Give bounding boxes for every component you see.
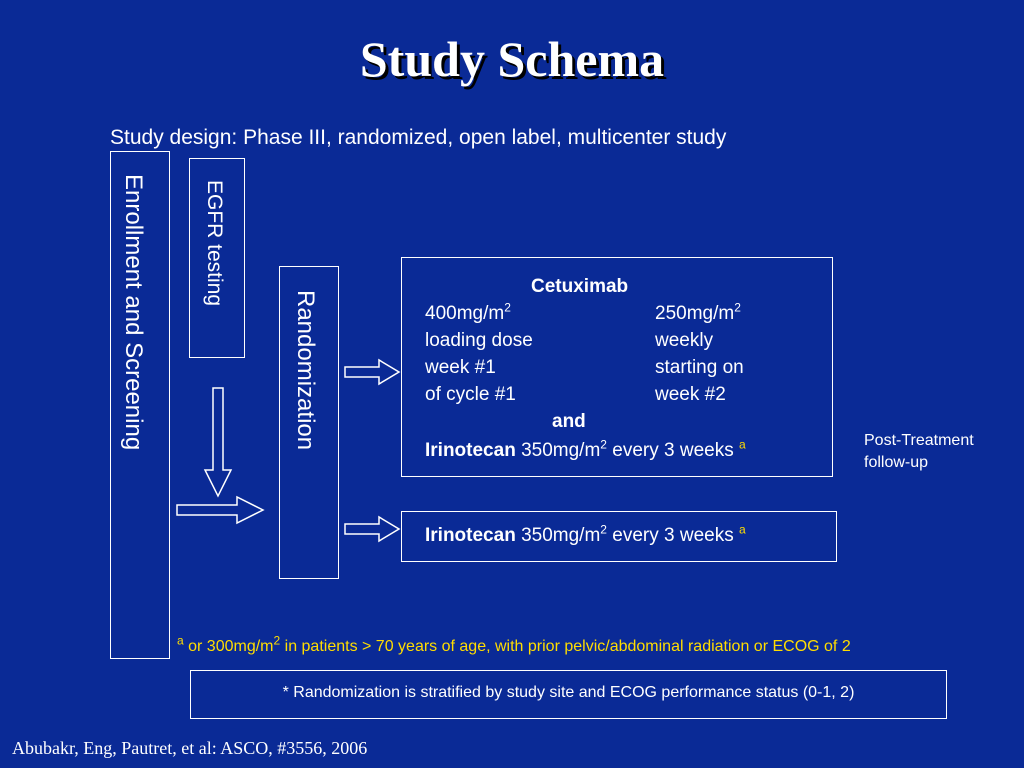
arm2-irinotecan-line: Irinotecan 350mg/m2 every 3 weeks a xyxy=(425,522,746,546)
stratification-note-box xyxy=(190,670,947,719)
arm1-and-label: and xyxy=(552,411,586,432)
post-treatment-line2: follow-up xyxy=(864,454,929,471)
randomization-box xyxy=(279,266,339,579)
arm1-col2-line4: week #2 xyxy=(655,384,726,405)
citation: Abubakr, Eng, Pautret, et al: ASCO, #355… xyxy=(12,738,368,758)
arm1-col1-dose: 400mg/m2 xyxy=(425,300,511,324)
arm1-col1-line3: week #1 xyxy=(425,357,496,378)
egfr-testing-label: EGFR testing xyxy=(203,180,226,307)
arm1-irinotecan-line: Irinotecan 350mg/m2 every 3 weeks a xyxy=(425,437,746,461)
page-title: Study Schema xyxy=(359,31,665,87)
arrow-right-to-arm1-icon xyxy=(344,358,401,386)
dose-footnote: a or 300mg/m2 in patients > 70 years of … xyxy=(177,633,851,655)
egfr-testing-box xyxy=(189,158,245,358)
arrow-down-egfr-icon xyxy=(203,387,233,498)
arm1-col2-dose: 250mg/m2 xyxy=(655,300,741,324)
study-design-subtitle: Study design: Phase III, randomized, ope… xyxy=(110,126,727,149)
arm1-col2-line2: weekly xyxy=(655,330,714,351)
arm1-drug-title: Cetuximab xyxy=(531,276,629,297)
arm1-col2-line3: starting on xyxy=(655,357,744,378)
arrow-right-to-randomization-icon xyxy=(176,495,265,525)
arm2-irinotecan-box xyxy=(401,511,837,562)
arm1-col1-line4: of cycle #1 xyxy=(425,384,516,405)
enrollment-screening-box xyxy=(110,151,170,659)
arm1-cetuximab-irinotecan-box xyxy=(401,257,833,477)
randomization-label: Randomization xyxy=(292,290,319,451)
enrollment-screening-label: Enrollment and Screening xyxy=(120,174,147,451)
post-treatment-label: Post-Treatment follow-up xyxy=(864,430,974,474)
post-treatment-line1: Post-Treatment xyxy=(864,432,974,449)
arrow-right-to-arm2-icon xyxy=(344,515,401,543)
arm1-col1-line2: loading dose xyxy=(425,330,533,351)
stratification-note: * Randomization is stratified by study s… xyxy=(282,684,855,701)
